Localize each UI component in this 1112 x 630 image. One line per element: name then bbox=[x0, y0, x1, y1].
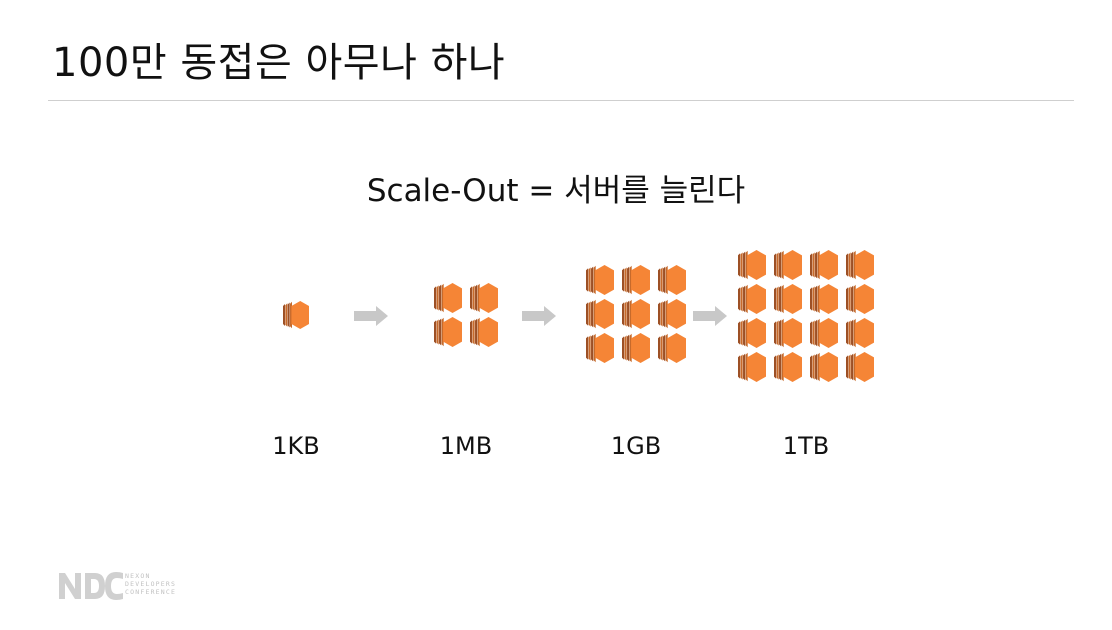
server-cluster-1gb bbox=[586, 265, 686, 363]
server-icon bbox=[810, 318, 838, 348]
server-icon bbox=[774, 250, 802, 280]
stage-label-1kb: 1KB bbox=[272, 432, 320, 460]
server-icon bbox=[622, 299, 650, 329]
server-icon bbox=[283, 301, 309, 329]
server-icon bbox=[586, 299, 614, 329]
server-icon bbox=[470, 283, 498, 313]
server-icon bbox=[658, 333, 686, 363]
ndc-logo-caption: NEXON DEVELOPERS CONFERENCE bbox=[125, 572, 176, 596]
title-divider bbox=[48, 100, 1074, 101]
stage-label-1tb: 1TB bbox=[782, 432, 830, 460]
server-icon bbox=[658, 265, 686, 295]
stage-label-1gb: 1GB bbox=[610, 432, 662, 460]
server-icon bbox=[658, 299, 686, 329]
server-icon bbox=[810, 250, 838, 280]
server-icon bbox=[846, 250, 874, 280]
right-arrow-icon bbox=[354, 306, 388, 326]
server-icon bbox=[738, 250, 766, 280]
server-icon bbox=[434, 317, 462, 347]
server-icon bbox=[586, 333, 614, 363]
server-icon bbox=[810, 352, 838, 382]
server-icon bbox=[738, 318, 766, 348]
server-cluster-1mb bbox=[434, 283, 498, 347]
ndc-caption-line: CONFERENCE bbox=[125, 588, 177, 596]
stage-label-1mb: 1MB bbox=[439, 432, 493, 460]
server-cluster-1tb bbox=[738, 250, 874, 382]
server-icon bbox=[774, 284, 802, 314]
server-icon bbox=[622, 333, 650, 363]
server-icon bbox=[470, 317, 498, 347]
server-cluster-1kb bbox=[283, 301, 309, 329]
slide-subtitle: Scale-Out = 서버를 늘린다 bbox=[366, 173, 746, 209]
server-icon bbox=[738, 284, 766, 314]
slide-title: 100만 동접은 아무나 하나 bbox=[52, 40, 506, 86]
server-icon bbox=[434, 283, 462, 313]
server-icon bbox=[846, 284, 874, 314]
ndc-caption-line: DEVELOPERS bbox=[125, 580, 177, 588]
server-icon bbox=[622, 265, 650, 295]
ndc-caption-line: NEXON bbox=[125, 572, 151, 580]
server-icon bbox=[738, 352, 766, 382]
server-icon bbox=[846, 352, 874, 382]
server-icon bbox=[774, 318, 802, 348]
server-icon bbox=[846, 318, 874, 348]
server-icon bbox=[586, 265, 614, 295]
server-icon bbox=[810, 284, 838, 314]
server-icon bbox=[774, 352, 802, 382]
right-arrow-icon bbox=[522, 306, 556, 326]
ndc-logo bbox=[59, 572, 123, 600]
right-arrow-icon bbox=[693, 306, 727, 326]
